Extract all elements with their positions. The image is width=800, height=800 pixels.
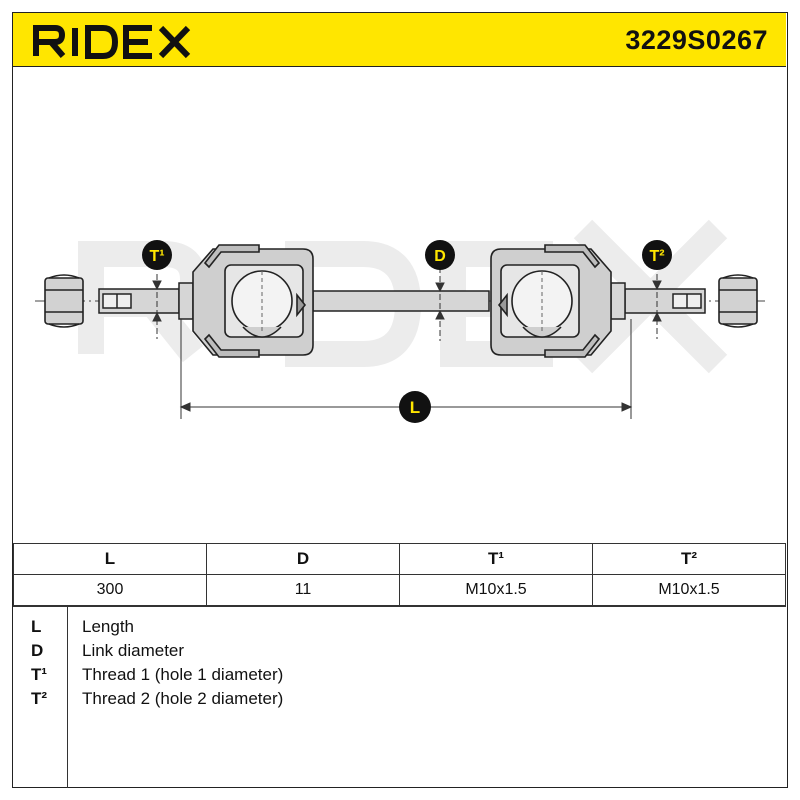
right-nut bbox=[718, 274, 758, 328]
legend-row-t1: T¹ Thread 1 (hole 1 diameter) bbox=[13, 665, 786, 689]
legend-desc: Thread 2 (hole 2 diameter) bbox=[82, 689, 284, 708]
d-dimension bbox=[435, 267, 445, 341]
legend-desc: Link diameter bbox=[82, 641, 185, 660]
left-ball-joint bbox=[192, 244, 314, 358]
spec-value-row: 300 11 M10x1.5 M10x1.5 bbox=[13, 574, 786, 606]
header-bar: 3229S0267 bbox=[13, 13, 786, 67]
legend-key: T² bbox=[31, 689, 48, 708]
stabiliser-link-drawing: T¹ D T² L bbox=[35, 219, 765, 423]
spec-header-d: D bbox=[206, 543, 400, 575]
legend-key: T¹ bbox=[31, 665, 48, 684]
callout-t2: T² bbox=[642, 240, 672, 270]
svg-text:T²: T² bbox=[649, 248, 664, 265]
svg-text:L: L bbox=[410, 398, 420, 417]
spec-header-row: L D T¹ T² bbox=[13, 543, 786, 575]
callout-d: D bbox=[425, 240, 455, 270]
legend-row-t2: T² Thread 2 (hole 2 diameter) bbox=[13, 689, 786, 713]
right-ball-joint bbox=[490, 244, 612, 358]
left-threaded-stud bbox=[98, 282, 194, 320]
legend: L Length D Link diameter T¹ Thread 1 (ho… bbox=[13, 606, 786, 788]
product-sheet: 3229S0267 bbox=[12, 12, 788, 788]
svg-text:T¹: T¹ bbox=[149, 248, 164, 265]
legend-desc: Length bbox=[82, 617, 134, 636]
legend-row-d: D Link diameter bbox=[13, 641, 786, 665]
spec-header-l: L bbox=[13, 543, 207, 575]
legend-key: L bbox=[31, 617, 42, 636]
left-nut bbox=[44, 274, 84, 328]
legend-row-l: L Length bbox=[13, 617, 786, 641]
legend-divider bbox=[67, 607, 68, 788]
spec-header-t2: T² bbox=[592, 543, 786, 575]
ridex-logo bbox=[33, 25, 191, 59]
t1-dimension bbox=[152, 274, 162, 339]
right-threaded-stud bbox=[610, 282, 706, 320]
spec-value-d: 11 bbox=[206, 574, 400, 606]
spec-value-t2: M10x1.5 bbox=[592, 574, 786, 606]
svg-text:D: D bbox=[434, 248, 446, 265]
callout-t1: T¹ bbox=[142, 240, 172, 270]
link-rod bbox=[312, 290, 490, 312]
legend-desc: Thread 1 (hole 1 diameter) bbox=[82, 665, 284, 684]
spec-header-t1: T¹ bbox=[399, 543, 593, 575]
spec-value-l: 300 bbox=[13, 574, 207, 606]
callout-l: L bbox=[399, 391, 431, 423]
spec-value-t1: M10x1.5 bbox=[399, 574, 593, 606]
legend-key: D bbox=[31, 641, 44, 660]
part-number: 3229S0267 bbox=[625, 25, 768, 55]
t2-dimension bbox=[652, 274, 662, 339]
spec-table: L D T¹ T² 300 11 M10x1.5 M10x1.5 bbox=[13, 543, 786, 606]
